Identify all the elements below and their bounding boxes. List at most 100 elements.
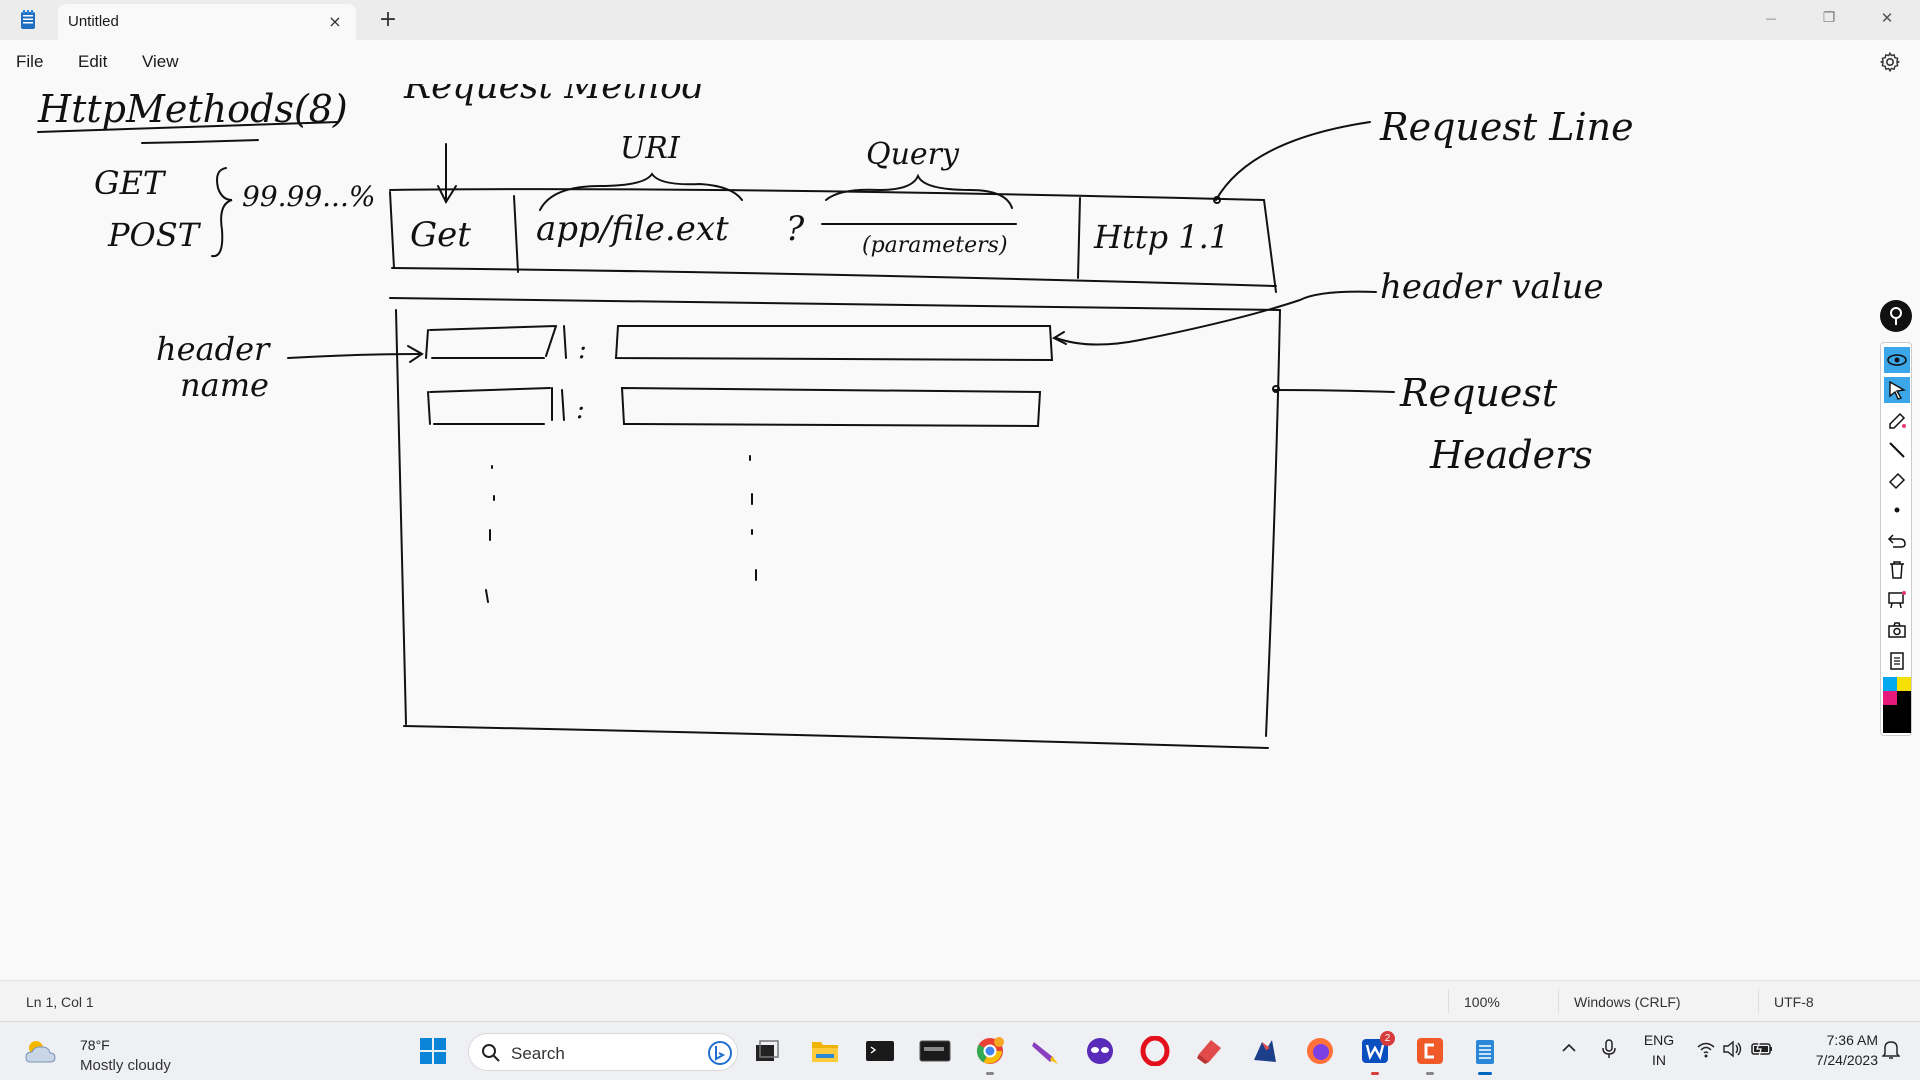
chrome-running-indicator [986, 1072, 994, 1075]
clock-button[interactable]: 7:36 AM 7/24/2023 [1790, 1028, 1878, 1074]
color-swatch-black-1[interactable] [1897, 691, 1911, 705]
opera-button[interactable] [1138, 1034, 1172, 1068]
taskbar-search[interactable]: Search [468, 1033, 738, 1071]
line-ending: Windows (CRLF) [1574, 994, 1681, 1010]
status-bar: Ln 1, Col 1 100% Windows (CRLF) UTF-8 [0, 980, 1920, 1021]
taskbar: 78°F Mostly cloudy Search [0, 1021, 1920, 1080]
headers-box-left [395, 309, 407, 725]
color-swatch-cyan[interactable] [1883, 677, 1897, 691]
http-version-text: Http 1.1 [1093, 218, 1229, 256]
close-tab-icon[interactable]: × [328, 11, 342, 31]
cell-divider-1 [513, 195, 519, 273]
eye-icon [1887, 354, 1907, 366]
whiteboard-icon [1888, 591, 1906, 609]
percent-label: 99.99...% [242, 180, 375, 213]
region-code: IN [1652, 1052, 1666, 1068]
powershell-button[interactable] [918, 1034, 952, 1068]
orange-app-running-indicator [1426, 1072, 1434, 1075]
header-value-box-1 [614, 325, 1054, 362]
clipboard-icon [1890, 652, 1904, 670]
line-tool-button[interactable] [1884, 437, 1910, 463]
minimize-button[interactable]: — [1742, 0, 1800, 36]
pencil-app-icon [1032, 1042, 1058, 1064]
dot-icon [1894, 507, 1900, 513]
color-swatch-yellow[interactable] [1897, 677, 1911, 691]
chrome-icon [976, 1037, 1004, 1064]
pen-tool-button[interactable] [1884, 407, 1910, 433]
method-cell-text: Get [410, 215, 471, 255]
color-palette[interactable] [1883, 677, 1911, 733]
menu-file[interactable]: File [16, 52, 44, 71]
pen-icon [1889, 412, 1906, 429]
notepad-icon [1476, 1040, 1494, 1064]
w-app-icon [1362, 1039, 1388, 1063]
undo-tool-button[interactable] [1884, 527, 1910, 553]
weather-widget[interactable]: 78°F Mostly cloudy [16, 1028, 196, 1074]
pin-tool-button[interactable] [1880, 300, 1912, 332]
header-name-box-1 [425, 325, 557, 359]
whiteboard-app-button[interactable]: 2 [1358, 1031, 1395, 1068]
app-red-button[interactable] [1193, 1034, 1227, 1068]
request-line-box-right [1263, 199, 1277, 293]
dot-tool-button[interactable] [1884, 497, 1910, 523]
color-swatch-magenta[interactable] [1883, 691, 1897, 705]
encoding: UTF-8 [1774, 994, 1814, 1010]
firefox-button[interactable] [1303, 1034, 1337, 1068]
cursor-tool-button[interactable] [1884, 377, 1910, 403]
whiteboard-tool-button[interactable] [1884, 587, 1910, 613]
input-language-button[interactable]: ENG IN [1642, 1030, 1676, 1074]
headers-box-top [389, 297, 1281, 311]
new-tab-button[interactable]: + [378, 7, 398, 32]
clipboard-tool-button[interactable] [1884, 647, 1910, 673]
orange-app-button[interactable] [1413, 1034, 1447, 1068]
cursor-arrow-icon [1889, 380, 1906, 400]
header-value-box-2 [620, 386, 1042, 428]
request-headers-label-1: Request [1399, 371, 1558, 415]
terminal-button[interactable] [863, 1034, 897, 1068]
eye-tool-button[interactable] [1884, 347, 1910, 373]
search-placeholder: Search [511, 1044, 565, 1063]
show-hidden-icons-button[interactable] [1561, 1040, 1581, 1060]
eraser-tool-button[interactable] [1884, 467, 1910, 493]
request-line-box-left [389, 191, 395, 269]
notepad-app-icon [21, 10, 35, 29]
camera-tool-button[interactable] [1884, 617, 1910, 643]
notepad-taskbar-button[interactable] [1468, 1034, 1502, 1068]
windows-logo-icon [420, 1038, 446, 1064]
volume-icon [1723, 1040, 1742, 1058]
settings-gear-icon[interactable] [1878, 50, 1902, 74]
maximize-button[interactable]: ❐ [1800, 0, 1858, 36]
chrome-button[interactable] [973, 1034, 1007, 1068]
clock-time: 7:36 AM [1826, 1032, 1878, 1048]
task-view-button[interactable] [750, 1034, 784, 1068]
menu-view[interactable]: View [142, 52, 179, 71]
pen-app-button[interactable] [1028, 1034, 1062, 1068]
title-underline [37, 121, 339, 133]
microphone-button[interactable] [1601, 1038, 1621, 1062]
window-close-button[interactable]: ✕ [1858, 0, 1916, 36]
request-line-box-bottom [391, 267, 1277, 287]
quick-settings-button[interactable] [1696, 1038, 1776, 1062]
text-area-canvas[interactable]: HttpMethods(8) GET POST 99.99...% Reques… [0, 66, 1920, 980]
trash-tool-button[interactable] [1884, 557, 1910, 583]
headers-box-bottom [403, 725, 1269, 749]
bing-icon[interactable] [707, 1040, 733, 1066]
file-explorer-button[interactable] [808, 1034, 842, 1068]
http-methods-heading: HttpMethods(8) [37, 87, 348, 131]
tab-untitled[interactable]: Untitled × [58, 4, 356, 40]
whiteboard-running-indicator [1371, 1072, 1379, 1075]
app-bird-button[interactable] [1248, 1034, 1282, 1068]
clock-date: 7/24/2023 [1815, 1052, 1878, 1068]
menu-bar: File Edit View [0, 40, 1920, 84]
notifications-button[interactable] [1881, 1040, 1902, 1062]
menu-edit[interactable]: Edit [78, 52, 108, 71]
parameters-text: (parameters) [862, 233, 1008, 258]
query-label: Query [866, 137, 960, 172]
restore-icon: ❐ [1822, 10, 1836, 26]
status-divider [1758, 989, 1759, 1013]
color-swatch-black-2[interactable] [1883, 705, 1911, 733]
weather-description: Mostly cloudy [80, 1057, 171, 1074]
task-view-icon [756, 1040, 779, 1061]
meetings-app-button[interactable] [1083, 1034, 1117, 1068]
start-button[interactable] [416, 1034, 450, 1068]
